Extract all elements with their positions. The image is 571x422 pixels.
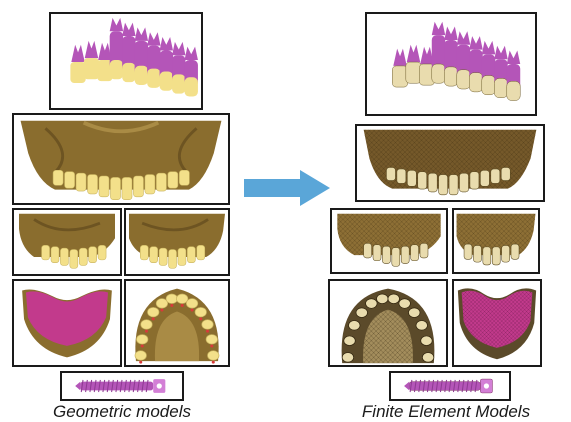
- finite-element-models-caption: Finite Element Models: [340, 402, 552, 422]
- maxilla-left-side-mesh-panel: [452, 208, 540, 274]
- maxilla-left-side-panel: [124, 208, 230, 276]
- teeth-set-illustration: [51, 14, 201, 108]
- palate-plate-panel: [12, 279, 122, 367]
- maxilla-front-illustration: [14, 115, 228, 203]
- implant-screw-illustration: [62, 373, 182, 399]
- occlusal-arch-panel: [124, 279, 230, 367]
- implant-screw-mesh-illustration: [391, 373, 509, 399]
- occlusal-arch-mesh-panel: [328, 279, 448, 367]
- maxilla-right-side-illustration: [14, 210, 120, 274]
- implant-screw-mesh-panel: [389, 371, 511, 401]
- teeth-set-mesh-panel: [365, 12, 537, 116]
- occlusal-arch-illustration: [126, 281, 228, 365]
- implant-screw-panel: [60, 371, 184, 401]
- palate-plate-mesh-panel: [452, 279, 542, 367]
- teeth-set-mesh-illustration: [367, 14, 535, 114]
- occlusal-arch-mesh-illustration: [330, 281, 446, 365]
- maxilla-right-side-mesh-panel: [330, 208, 448, 274]
- arrow-right-icon: [244, 170, 330, 206]
- maxilla-right-side-panel: [12, 208, 122, 276]
- maxilla-left-side-illustration: [126, 210, 228, 274]
- teeth-set-panel: [49, 12, 203, 110]
- maxilla-right-side-mesh-illustration: [332, 210, 446, 272]
- maxilla-front-panel: [12, 113, 230, 205]
- maxilla-left-side-mesh-illustration: [454, 210, 538, 272]
- maxilla-front-mesh-panel: [355, 124, 545, 202]
- palate-plate-mesh-illustration: [454, 281, 540, 365]
- geometric-models-caption: Geometric models: [30, 402, 214, 422]
- palate-plate-illustration: [14, 281, 120, 365]
- maxilla-front-mesh-illustration: [357, 126, 543, 200]
